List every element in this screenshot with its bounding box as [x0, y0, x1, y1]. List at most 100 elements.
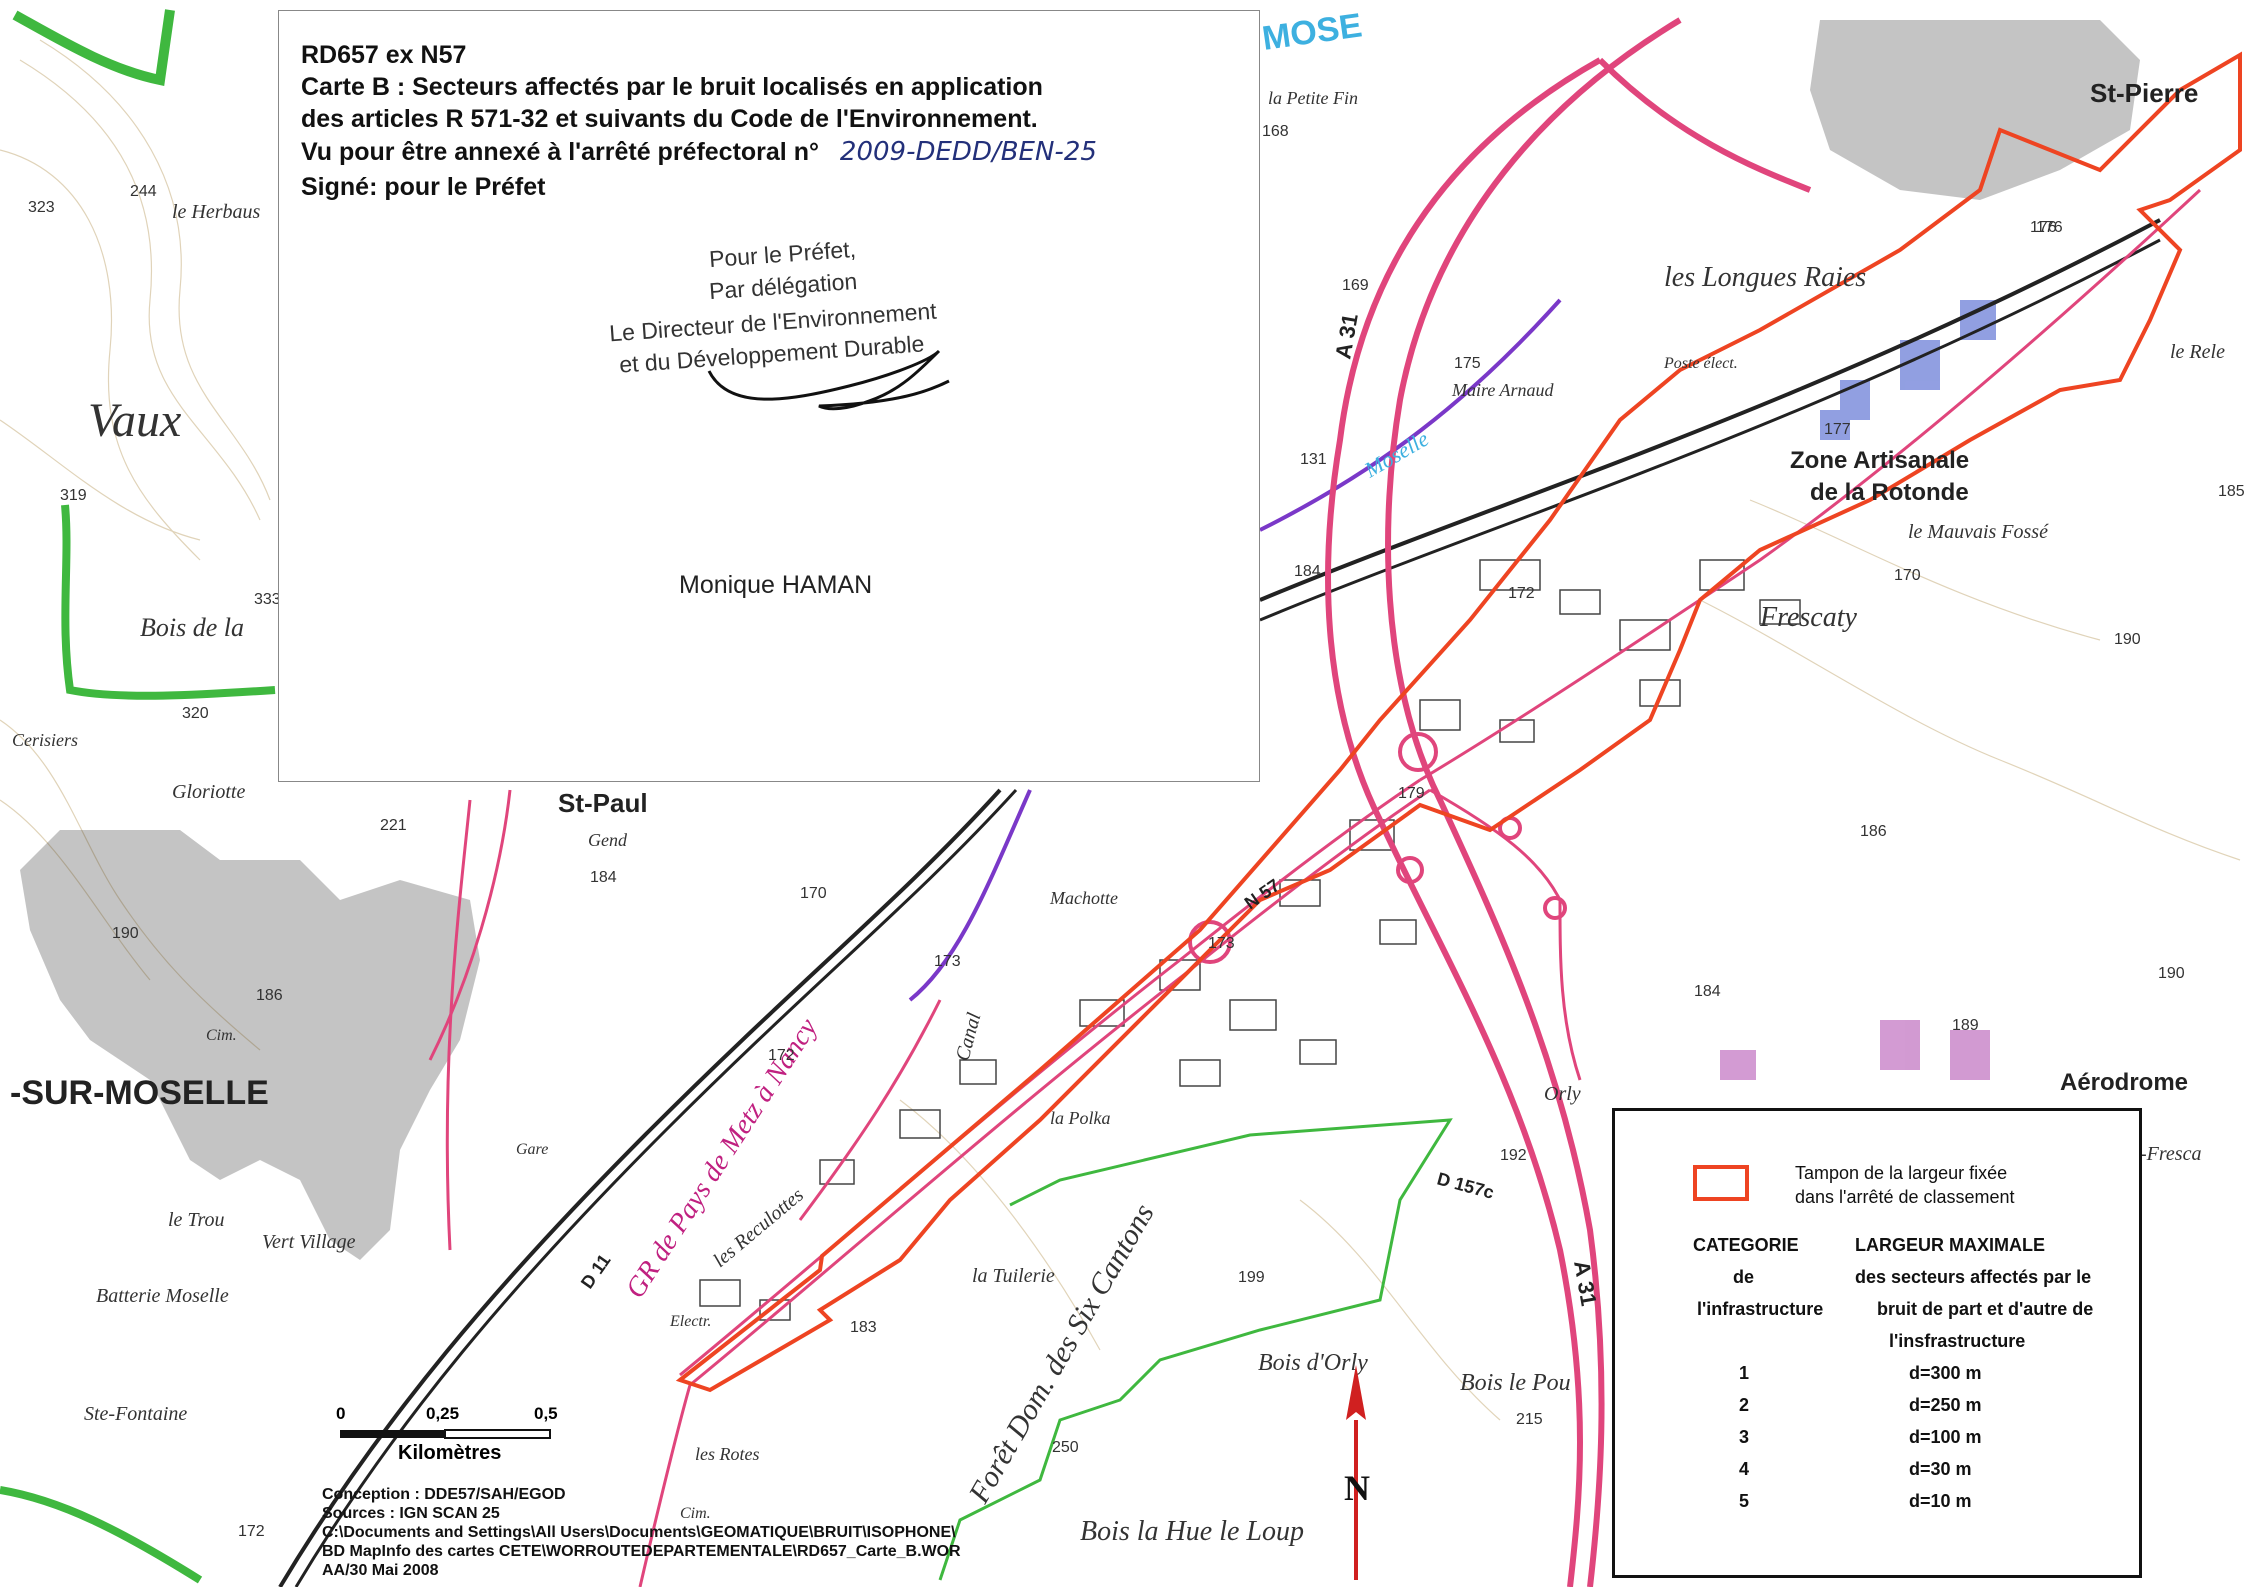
legend-col2-head-4: l'insfrastructure	[1889, 1331, 2026, 1351]
noise-buffer-zone	[675, 51, 2242, 1393]
label-vert-village: Vert Village	[262, 1231, 356, 1253]
legend-cat-3: 3	[1739, 1427, 1750, 1447]
svg-text:177: 177	[1824, 421, 1851, 438]
legend-swatch-text-2: dans l'arrêté de classement	[1795, 1187, 2015, 1207]
legend-width-4: d=30 m	[1909, 1459, 1972, 1479]
label-bois-de-la: Bois de la	[140, 613, 244, 642]
svg-text:170: 170	[1894, 567, 1921, 584]
label-la-polka: la Polka	[1050, 1108, 1111, 1128]
title-line-1: RD657 ex N57	[301, 41, 467, 69]
label-zone-artisanale: Zone Artisanale	[1790, 447, 1969, 474]
legend-col2-head-1: LARGEUR MAXIMALE	[1855, 1235, 2045, 1255]
label-le-rele: le Rele	[2170, 341, 2225, 363]
label-electr: Electr.	[669, 1313, 711, 1330]
legend-width-3: d=100 m	[1909, 1427, 1982, 1447]
label-st-pierre: St-Pierre	[2090, 78, 2198, 108]
label-vaux: Vaux	[88, 394, 181, 447]
svg-text:168: 168	[1262, 123, 1289, 140]
label-n57: N 57	[1241, 875, 1284, 913]
buffer-swatch	[1693, 1165, 1749, 1201]
svg-text:184: 184	[1294, 563, 1321, 580]
svg-text:323: 323	[28, 199, 55, 216]
svg-text:175: 175	[1454, 355, 1481, 372]
moselle-river	[1259, 298, 1562, 532]
legend-col1-head-3: l'infrastructure	[1697, 1299, 1824, 1319]
legend-swatch-text-1: Tampon de la largeur fixée	[1795, 1163, 2008, 1183]
title-line-2: Carte B : Secteurs affectés par le bruit…	[301, 73, 1043, 101]
label-bois-hue: Bois la Hue le Loup	[1080, 1516, 1304, 1547]
label-aerodrome: Aérodrome	[2060, 1069, 2188, 1096]
svg-text:320: 320	[182, 705, 209, 722]
legend-col2-head-2: des secteurs affectés par le	[1855, 1267, 2092, 1287]
label-gare: Gare	[516, 1141, 548, 1158]
label-d157c: D 157c	[1435, 1169, 1496, 1203]
scale-bar-graphic	[340, 1429, 551, 1439]
label-les-longues-raies: les Longues Raies	[1664, 262, 1866, 293]
svg-text:172: 172	[1508, 585, 1535, 602]
title-line-4: Vu pour être annexé à l'arrêté préfector…	[301, 137, 1097, 167]
svg-text:169: 169	[1342, 277, 1369, 294]
legend-width-2: d=250 m	[1909, 1395, 1982, 1415]
svg-text:192: 192	[1500, 1147, 1527, 1164]
svg-text:176: 176	[2036, 219, 2063, 236]
credit-line-1: Conception : DDE57/SAH/EGOD	[322, 1486, 566, 1503]
svg-text:176: 176	[2030, 219, 2057, 236]
svg-text:190: 190	[2158, 965, 2185, 982]
contour-lines	[0, 39, 2241, 1421]
map-credits: Conception : DDE57/SAH/EGOD Sources : IG…	[322, 1485, 961, 1580]
svg-text:215: 215	[1516, 1411, 1543, 1428]
railway	[278, 218, 2161, 1587]
title-block: RD657 ex N57 Carte B : Secteurs affectés…	[278, 10, 1260, 782]
svg-text:190: 190	[112, 925, 139, 942]
label-frescaty2: -Fresca	[2140, 1143, 2201, 1165]
motorway-a31	[1325, 17, 1812, 1587]
svg-text:185: 185	[2218, 483, 2245, 500]
legend-cat-5: 5	[1739, 1491, 1750, 1511]
label-sur-moselle: -SUR-MOSELLE	[10, 1074, 269, 1112]
legend-box: Tampon de la largeur fixée dans l'arrêté…	[1612, 1108, 2142, 1578]
label-cerisiers: Cerisiers	[12, 730, 78, 750]
svg-text:184: 184	[590, 869, 617, 886]
label-de-la-rotonde: de la Rotonde	[1810, 479, 1969, 506]
label-d11: D 11	[577, 1250, 615, 1292]
svg-text:190: 190	[2114, 631, 2141, 648]
gr-path	[428, 789, 512, 1061]
svg-text:199: 199	[1238, 1269, 1265, 1286]
svg-text:173: 173	[1208, 935, 1235, 952]
scale-tick-0: 0	[336, 1404, 346, 1423]
svg-text:173: 173	[934, 953, 961, 970]
label-cim2: Cim.	[680, 1505, 711, 1522]
credit-line-4: BD MapInfo des cartes CETE\WORROUTEDEPAR…	[322, 1543, 961, 1560]
svg-text:250: 250	[1052, 1439, 1079, 1456]
svg-text:189: 189	[1952, 1017, 1979, 1034]
label-machotte: Machotte	[1049, 888, 1118, 908]
svg-text:183: 183	[850, 1319, 877, 1336]
label-frescaty: Frescaty	[1759, 602, 1857, 633]
svg-text:186: 186	[1860, 823, 1887, 840]
legend-col2-head-3: bruit de part et d'autre de	[1877, 1299, 2094, 1319]
legend-width-5: d=10 m	[1909, 1491, 1972, 1511]
label-les-rotes: les Rotes	[695, 1444, 760, 1464]
legend-cat-1: 1	[1739, 1363, 1750, 1383]
spot-elevations: 244 323 319 333 320 221 184 186 190 170 …	[28, 123, 2245, 1540]
building-blocks	[699, 559, 1801, 1321]
label-gend: Gend	[588, 830, 628, 850]
gr-path-2	[798, 999, 942, 1221]
legend-col1-head-1: CATEGORIE	[1693, 1235, 1799, 1255]
svg-text:172: 172	[238, 1523, 265, 1540]
label-poste-elec: Poste élect.	[1663, 355, 1738, 372]
svg-text:172: 172	[768, 1047, 795, 1064]
label-gloriotte: Gloriotte	[172, 781, 245, 803]
scale-unit: Kilomètres	[398, 1442, 502, 1464]
stamp-line-1: Pour le Préfet,	[708, 235, 857, 273]
roundabouts	[1188, 732, 1567, 964]
label-la-petite-fin: la Petite Fin	[1268, 88, 1358, 108]
legend-width-1: d=300 m	[1909, 1363, 1982, 1383]
legend-col1-head-2: de	[1733, 1267, 1755, 1287]
credit-line-3: C:\Documents and Settings\All Users\Docu…	[322, 1524, 956, 1541]
svg-text:319: 319	[60, 487, 87, 504]
title-line-4-text: Vu pour être annexé à l'arrêté préfector…	[301, 138, 819, 166]
label-maire-arnaud: Maire Arnaud	[1451, 380, 1554, 400]
label-st-paul: St-Paul	[558, 788, 648, 818]
